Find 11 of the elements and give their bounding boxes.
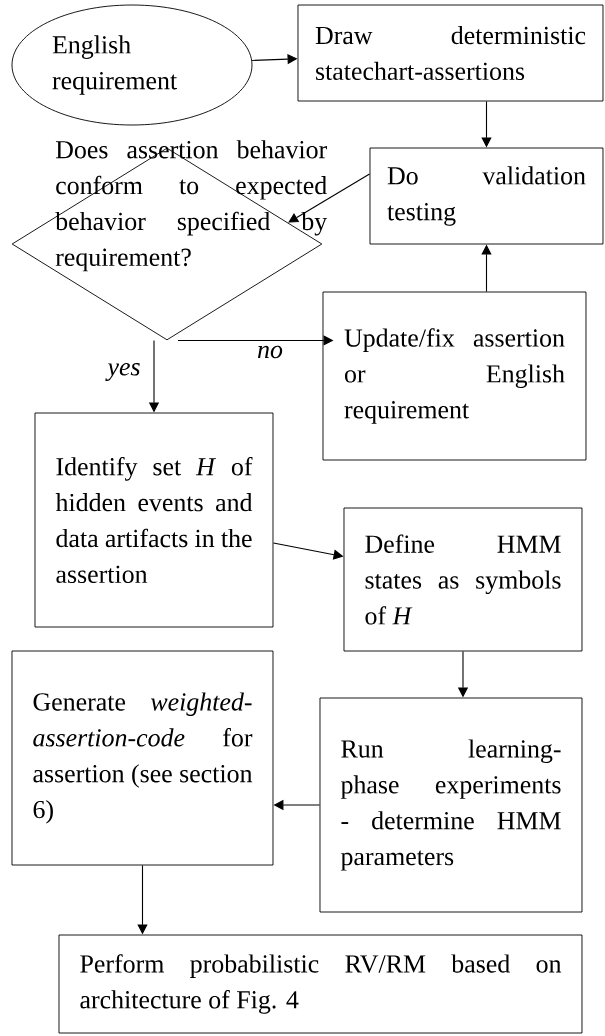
process-box: Run learning-phase experiments - determine HMM parameters — [319, 697, 583, 913]
edge-label: yes — [105, 363, 140, 381]
process-box: Define HMM states as symbols of H — [343, 507, 583, 652]
edge-label: no — [257, 345, 283, 359]
process-box: Draw deterministic statechart-assertions — [297, 4, 604, 102]
process-box: Do validation testing — [369, 147, 604, 245]
process-box: Update/fix assertion or English requirement — [322, 291, 587, 461]
arrow — [288, 173, 371, 223]
process-box: Generate weighted-assertion-code for assertion (see section 6) — [11, 650, 274, 866]
process-box: Identify set H of hidden events and data artifacts in the assertion — [34, 412, 274, 628]
process-box: Perform probabilistic RV/RM based on architecture of Fig. 4 — [58, 934, 583, 1034]
